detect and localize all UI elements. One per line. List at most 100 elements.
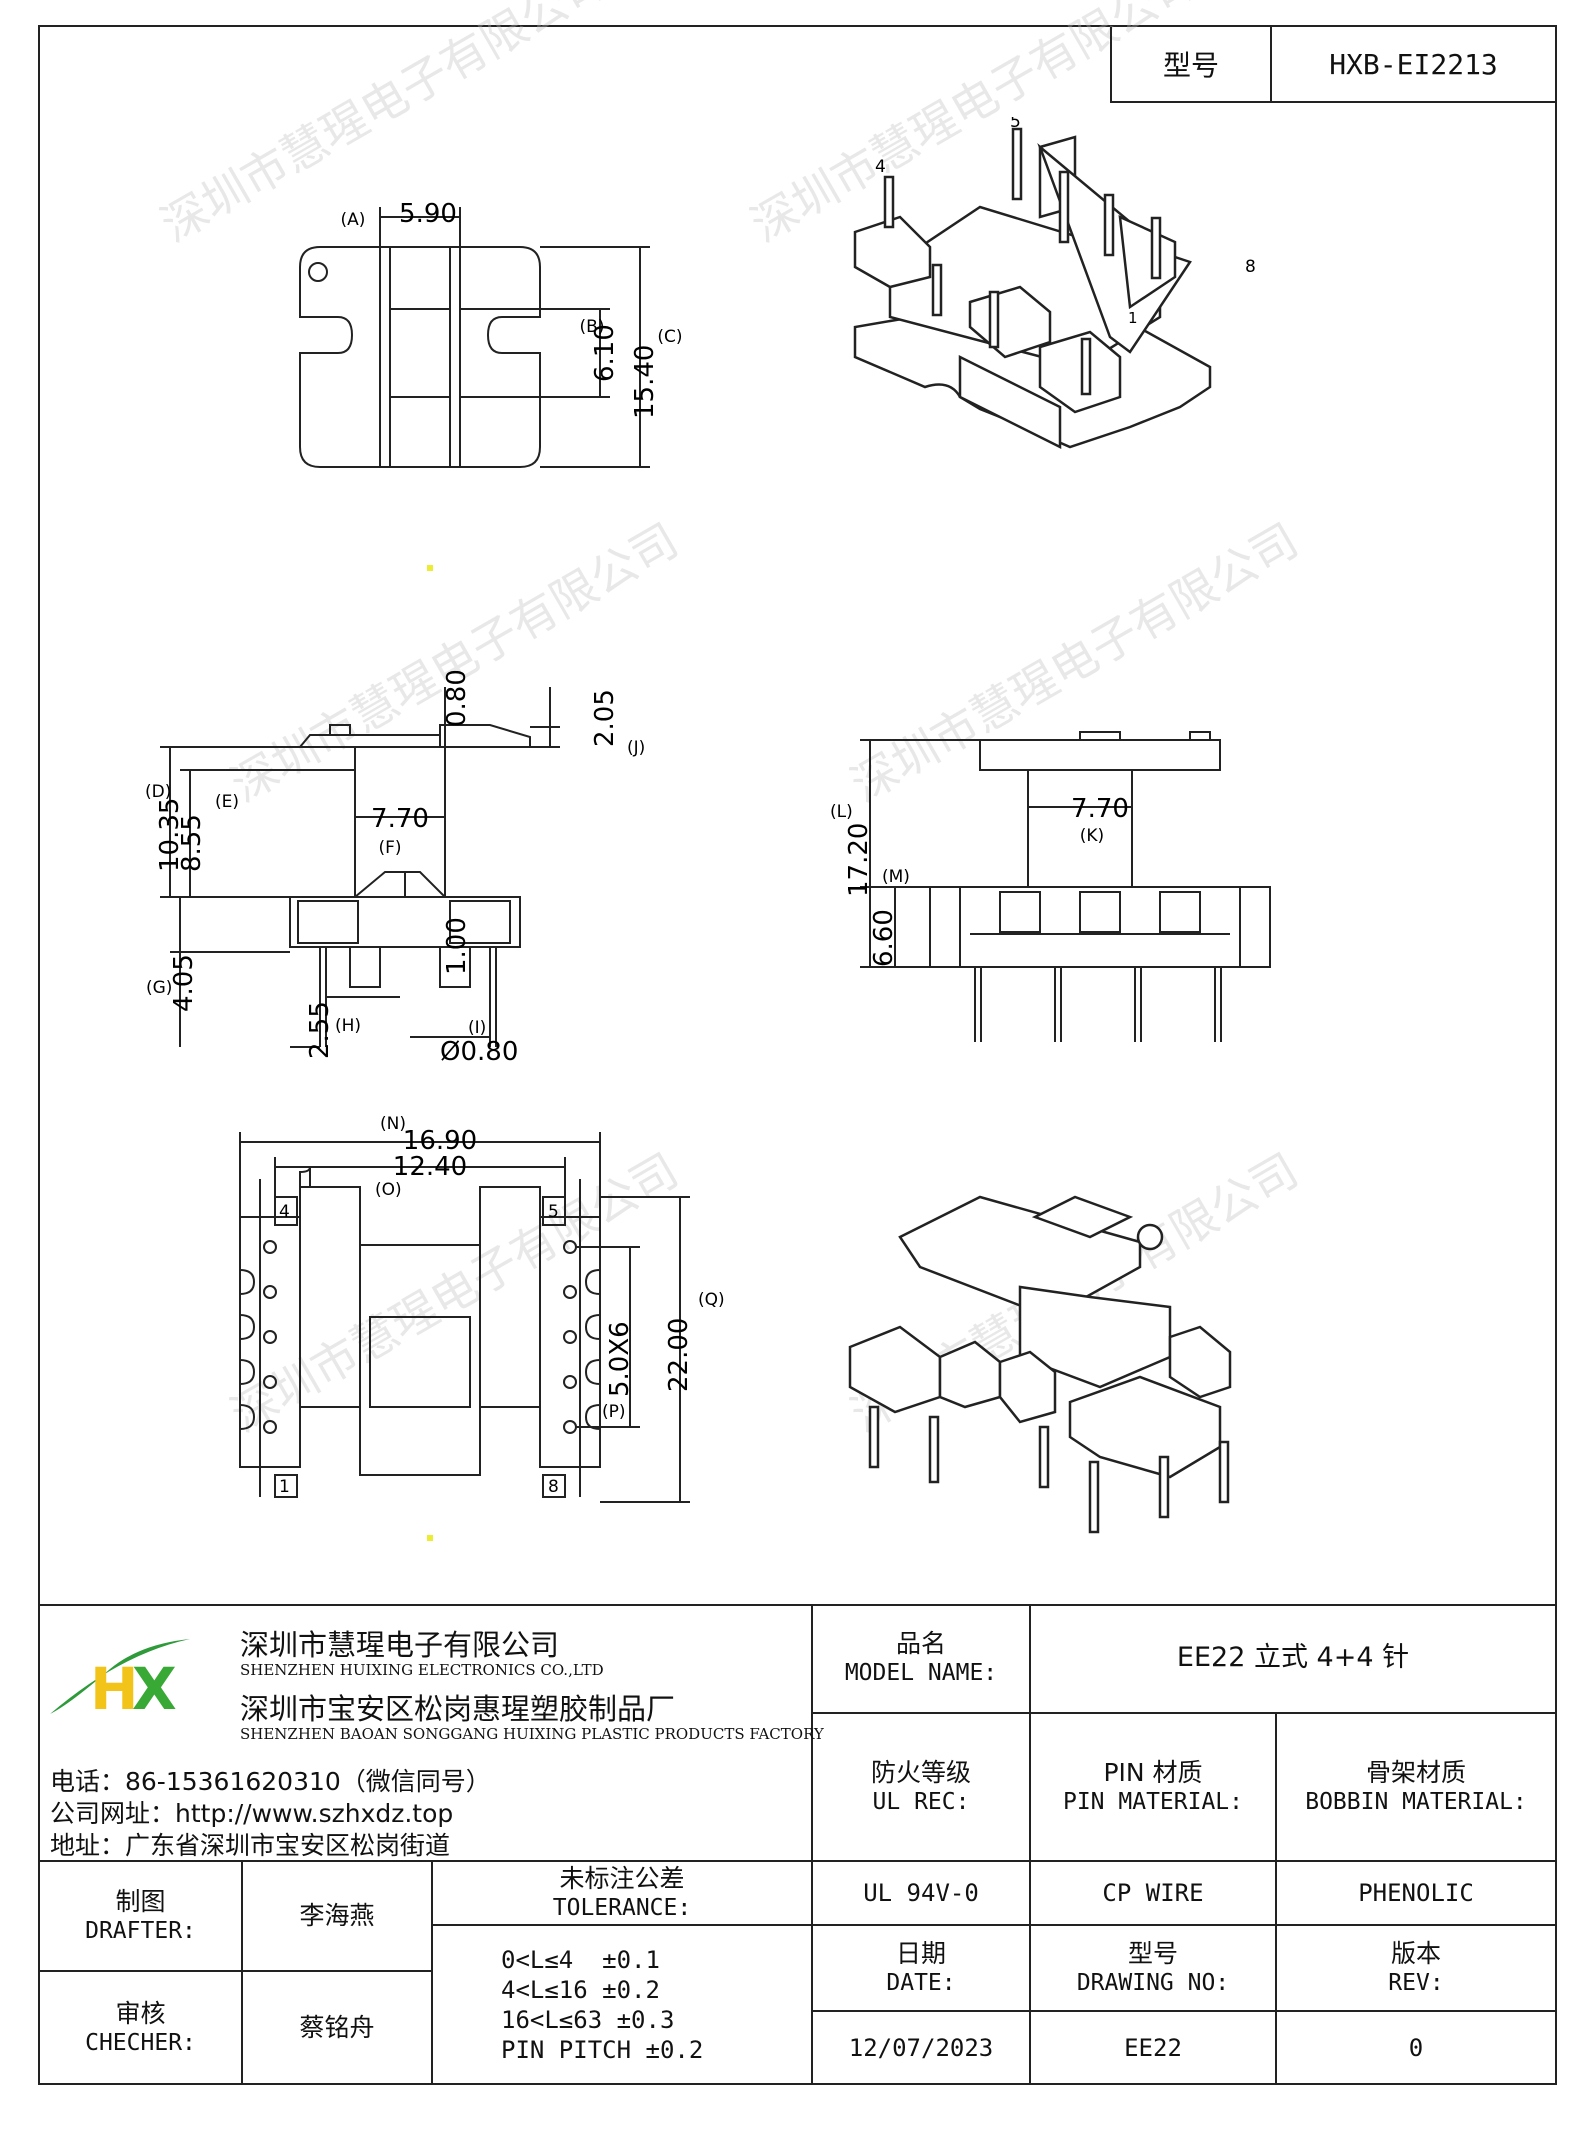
drawing-no-label-cn: 型号 <box>1127 1939 1178 1968</box>
dim-p-letter: (P) <box>602 1402 626 1422</box>
checker-label-cn: 审核 <box>115 1998 166 2028</box>
bobbin-material-label-en: BOBBIN MATERIAL: <box>1305 1789 1527 1816</box>
dim-k-value: 7.70 <box>1071 794 1129 824</box>
dim-j-value: 2.05 <box>590 689 620 747</box>
drawing-no-value: EE22 <box>1124 2033 1182 2062</box>
tolerance-row: PIN PITCH ±0.2 <box>501 2035 704 2064</box>
logo-x-letter: X <box>132 1655 177 1723</box>
date-value-cell: 12/07/2023 <box>813 2012 1031 2083</box>
factory-name-en: SHENZHEN BAOAN SONGGANG HUIXING PLASTIC … <box>240 1725 824 1743</box>
drawing-no-label-en: DRAWING NO: <box>1076 1970 1230 1997</box>
model-name-label-cn: 品名 <box>895 1629 946 1658</box>
checker-label-cell: 审核 CHECHER: <box>40 1972 243 2083</box>
company-block: H X 深圳市慧瑆电子有限公司 SHENZHEN HUIXING ELECTRO… <box>40 1604 824 1862</box>
rev-value: 0 <box>1408 2033 1424 2062</box>
model-name-label-en: MODEL NAME: <box>844 1660 998 1687</box>
drafter-label-en: DRAFTER: <box>85 1918 196 1945</box>
bottom-view-drawing: (N) 16.90 12.40 (O) 4 5 1 8 5.0X6 (P) 22… <box>239 1114 725 1503</box>
iso-pin-label: 8 <box>1245 257 1256 277</box>
dim-f-letter: (F) <box>378 838 401 858</box>
side-view-drawing: (L) 17.20 7.70 (K) (M) 6.60 <box>830 731 1271 1042</box>
drawing-sheet: 深圳市慧瑆电子有限公司 深圳市慧瑆电子有限公司 深圳市慧瑆电子有限公司 深圳市慧… <box>38 0 1557 2085</box>
drafter-label-cell: 制图 DRAFTER: <box>40 1862 243 1972</box>
tolerance-values-cell: 0<L≤4 ±0.1 4<L≤16 ±0.2 16<L≤63 ±0.3 PIN … <box>433 1926 813 2083</box>
bobbin-material-label-cn: 骨架材质 <box>1365 1758 1466 1787</box>
pin-material-value-cell: CP WIRE <box>1031 1862 1277 1926</box>
pin-material-label-cell: PIN 材质 PIN MATERIAL: <box>1031 1714 1277 1862</box>
bottom-pin-label: 4 <box>279 1202 290 1222</box>
dim-a-letter: (A) <box>341 210 366 230</box>
dim-n-value: 16.90 <box>403 1126 477 1156</box>
checker-name: 蔡铭舟 <box>299 2012 375 2042</box>
dim-o-value: 12.40 <box>393 1152 467 1182</box>
pin-material-label-en: PIN MATERIAL: <box>1062 1789 1243 1816</box>
dim-bottom-thickness: 1.00 <box>442 917 472 975</box>
model-name-value-cell: EE22 立式 4+4 针 <box>1031 1604 1555 1714</box>
model-name-value: EE22 立式 4+4 针 <box>1176 1642 1410 1674</box>
dim-m-value: 6.60 <box>869 909 899 967</box>
company-address: 地址：广东省深圳市宝安区松岗街道 <box>50 1831 451 1860</box>
ul-label-cn: 防火等级 <box>870 1758 971 1787</box>
bottom-pin-label: 1 <box>279 1477 290 1497</box>
dim-i-value: Ø0.80 <box>440 1037 518 1067</box>
tolerance-label-cell: 未标注公差 TOLERANCE: <box>433 1862 813 1926</box>
dim-g-letter: (G) <box>146 978 172 998</box>
dim-f-value: 7.70 <box>371 804 429 834</box>
rev-label-en: REV: <box>1388 1970 1444 1997</box>
ul-value-cell: UL 94V-0 <box>813 1862 1031 1926</box>
bobbin-material-label-cell: 骨架材质 BOBBIN MATERIAL: <box>1277 1714 1555 1862</box>
dim-e-letter: (E) <box>215 792 239 812</box>
tolerance-row: 4<L≤16 ±0.2 <box>501 1975 660 2004</box>
pin-material-value: CP WIRE <box>1102 1879 1204 1907</box>
ul-label-cell: 防火等级 UL REC: <box>813 1714 1031 1862</box>
rev-value-cell: 0 <box>1277 2012 1555 2083</box>
date-value: 12/07/2023 <box>848 2033 994 2062</box>
dim-g-value: 4.05 <box>169 954 199 1012</box>
dim-e-value: 8.55 <box>177 814 207 872</box>
dim-h-value: 2.55 <box>305 1001 335 1059</box>
drafter-name-cell: 李海燕 <box>243 1862 433 1972</box>
dim-c-letter: (C) <box>657 327 682 347</box>
top-view-drawing: (A) 5.90 (B) 6.10 (C) 15.40 <box>299 199 683 468</box>
rev-label-cell: 版本 REV: <box>1277 1926 1555 2012</box>
tolerance-label-en: TOLERANCE: <box>552 1895 692 1922</box>
dim-n-letter: (N) <box>380 1114 406 1134</box>
checker-label-en: CHECHER: <box>85 2029 196 2056</box>
model-header-label: 型号 <box>1112 27 1272 101</box>
company-phone: 电话：86-15361620310（微信同号） <box>50 1767 491 1796</box>
bobbin-material-value: PHENOLIC <box>1358 1879 1474 1907</box>
dim-l-letter: (L) <box>830 802 853 822</box>
checker-name-cell: 蔡铭舟 <box>243 1972 433 2083</box>
dim-q-letter: (Q) <box>698 1290 725 1310</box>
drafter-label-cn: 制图 <box>115 1887 166 1916</box>
front-view-drawing: (D) 10.35 (E) 8.55 7.70 (F) (G) 4.05 2.5… <box>145 669 645 1067</box>
yellow-dot <box>427 1535 433 1541</box>
dim-p-value: 5.0X6 <box>605 1321 635 1397</box>
date-label-cn: 日期 <box>895 1939 946 1968</box>
bottom-pin-label: 5 <box>548 1202 559 1222</box>
model-header-value: HXB-EI2213 <box>1329 47 1498 81</box>
company-name-en: SHENZHEN HUIXING ELECTRONICS CO.,LTD <box>240 1661 604 1679</box>
dim-h-letter: (H) <box>335 1016 361 1036</box>
dim-b-value: 6.10 <box>590 324 620 382</box>
factory-name-cn: 深圳市宝安区松岗惠瑆塑胶制品厂 <box>240 1692 676 1726</box>
isometric-bottom-drawing <box>848 1195 1232 1534</box>
dim-c-value: 15.40 <box>630 345 660 419</box>
dim-a-value: 5.90 <box>399 199 457 229</box>
isometric-top-drawing: 4 5 8 1 <box>853 117 1256 450</box>
tolerance-label-cn: 未标注公差 <box>559 1864 685 1893</box>
logo-h-letter: H <box>90 1655 139 1723</box>
drawing-no-label-cell: 型号 DRAWING NO: <box>1031 1926 1277 2012</box>
company-website: 公司网址：http://www.szhxdz.top <box>50 1799 454 1828</box>
yellow-dot <box>427 565 433 571</box>
dim-i-letter: (I) <box>468 1018 486 1038</box>
date-label-en: DATE: <box>886 1970 956 1997</box>
bobbin-material-value-cell: PHENOLIC <box>1277 1862 1555 1926</box>
drafter-name: 李海燕 <box>299 1901 375 1931</box>
date-label-cell: 日期 DATE: <box>813 1926 1031 2012</box>
pin-material-label-cn: PIN 材质 <box>1103 1758 1203 1787</box>
bottom-pin-label: 8 <box>548 1477 559 1497</box>
iso-pin-label: 4 <box>875 157 886 177</box>
drawing-no-value-cell: EE22 <box>1031 2012 1277 2083</box>
dim-o-letter: (O) <box>375 1180 402 1200</box>
